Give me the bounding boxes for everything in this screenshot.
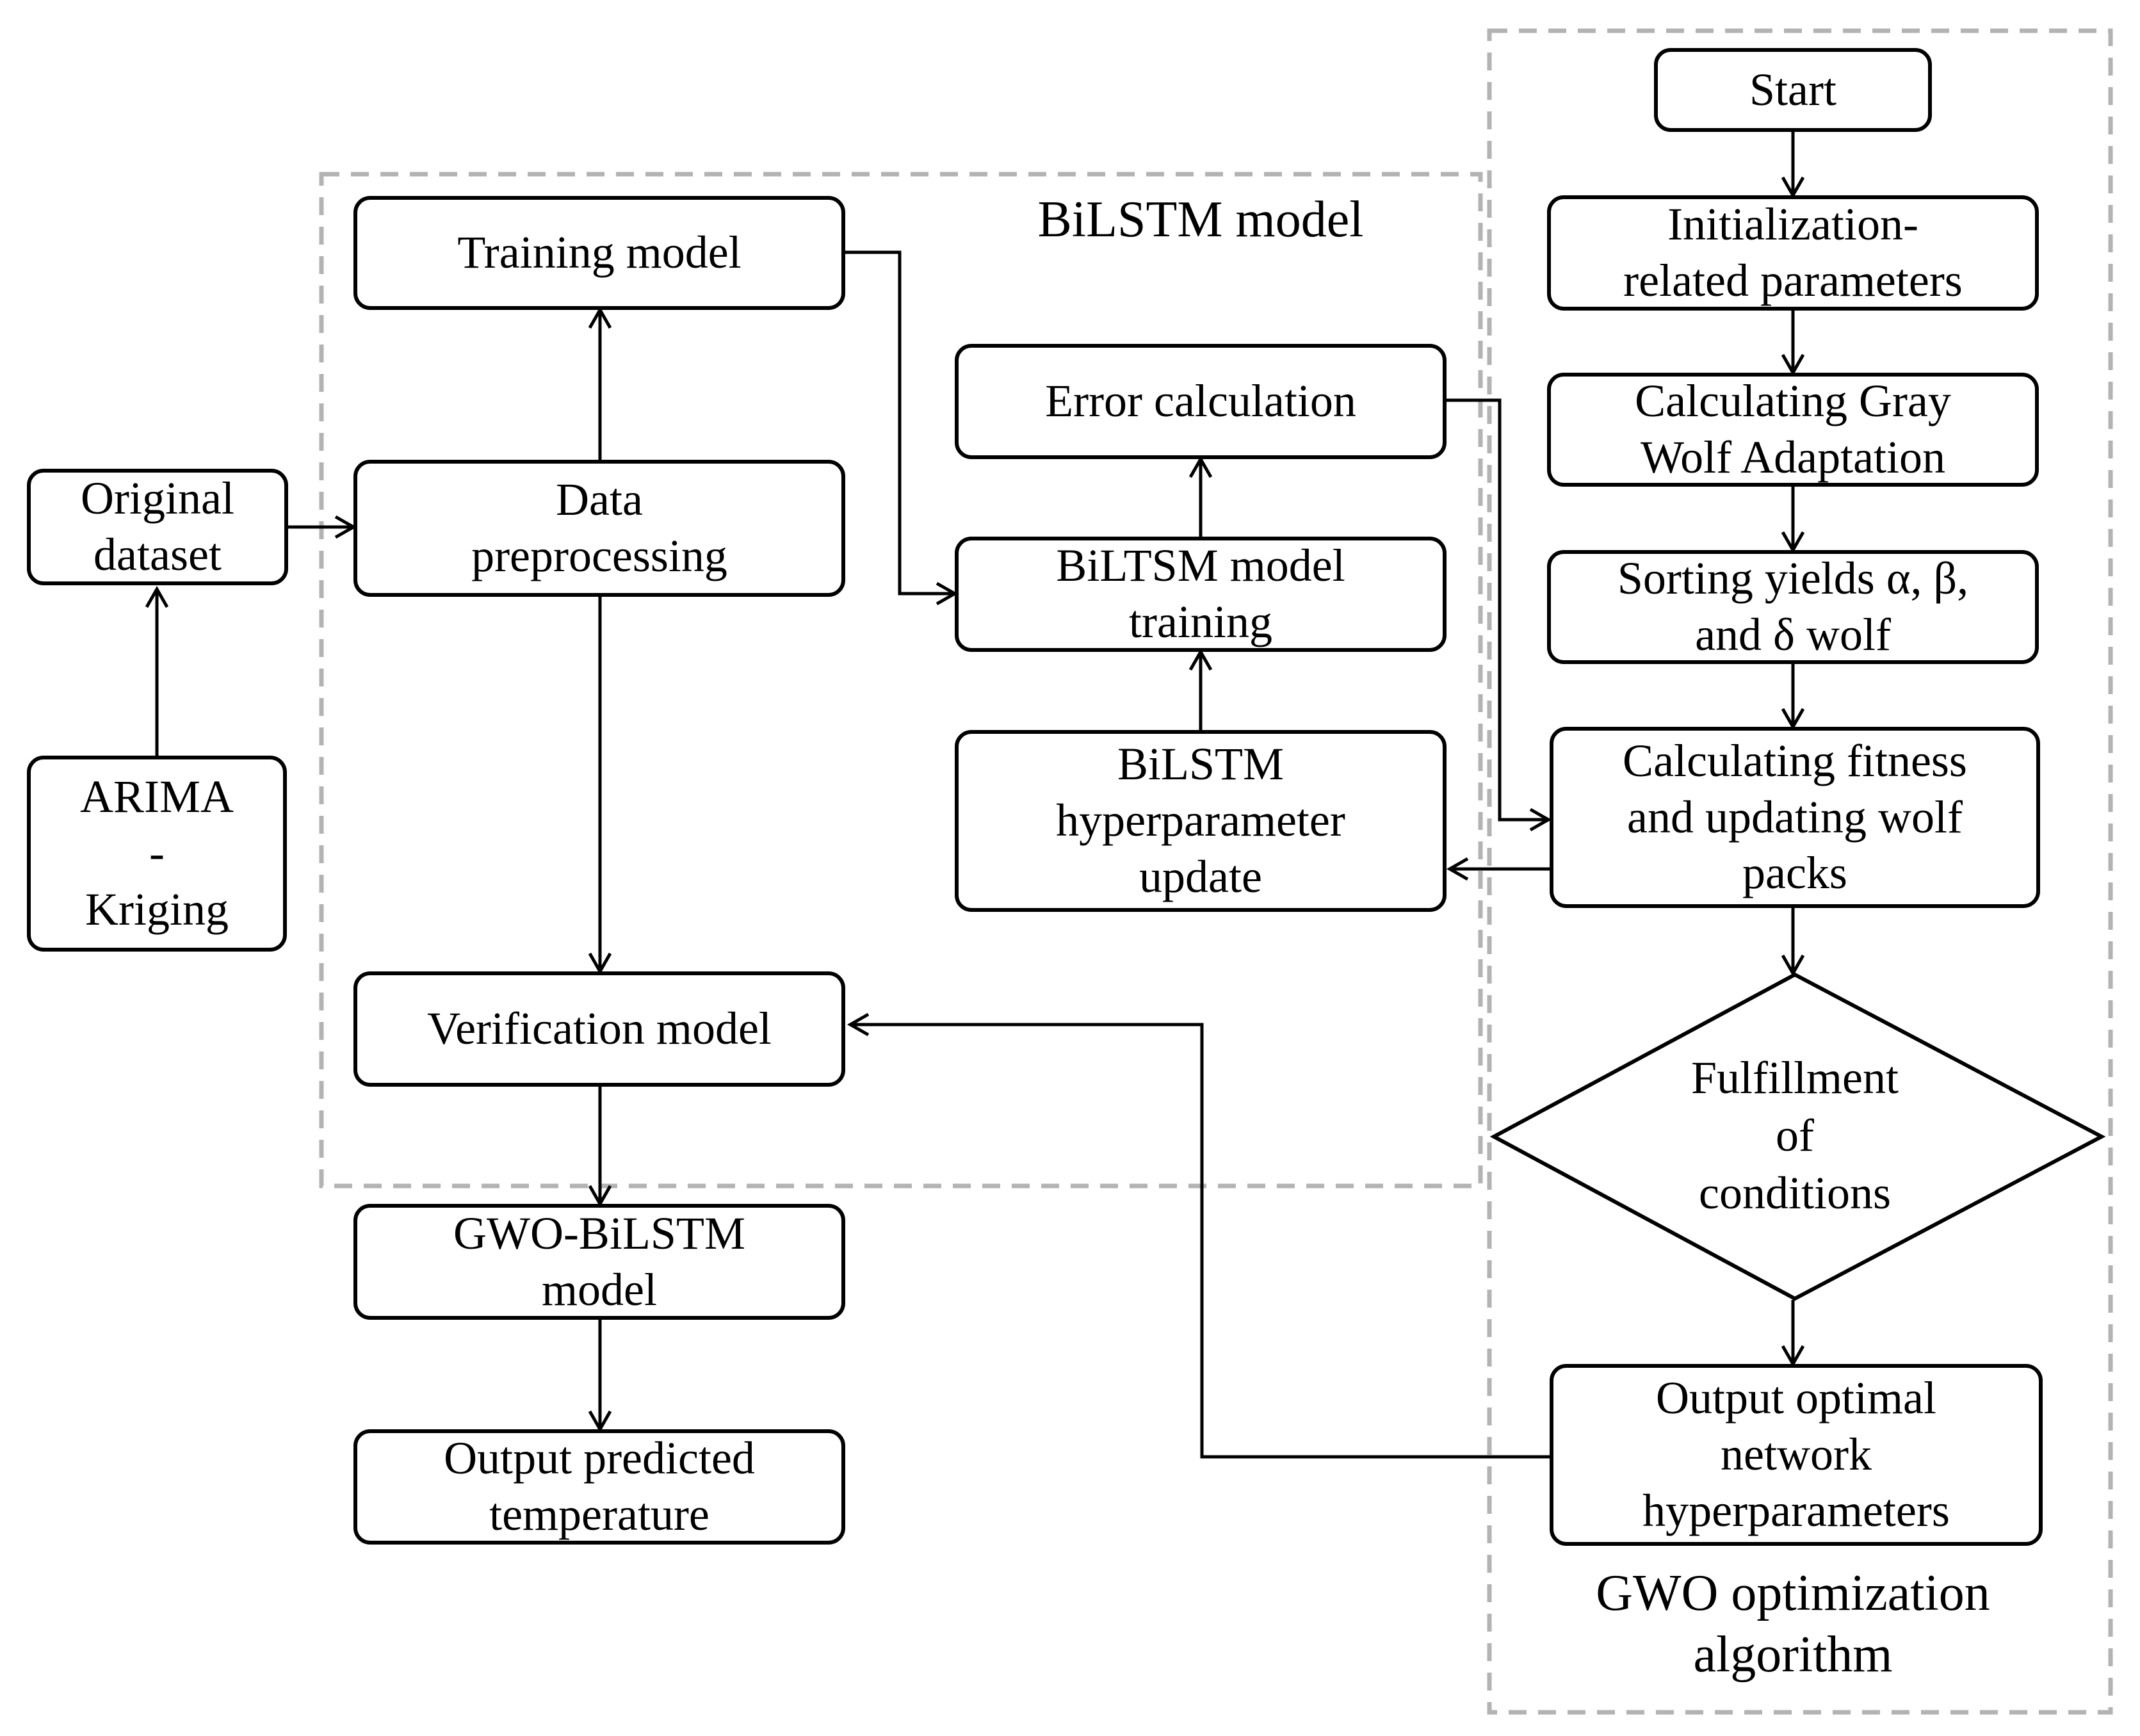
- bilstm-hyperparameter-update-box: BiLSTM hyperparameter update: [955, 730, 1447, 912]
- output-optimal-label: Output optimal network hyperparameters: [1642, 1372, 1950, 1536]
- arrow-optimal-to-verification: [847, 1012, 1550, 1459]
- bilstm-group-label: BiLSTM model: [1037, 191, 1364, 248]
- gwo-bilstm-model-box: GWO-BiLSTM model: [353, 1204, 845, 1320]
- output-predicted-temperature-box: Output predicted temperature: [353, 1429, 845, 1545]
- gwo-group-border: [1487, 28, 2113, 1715]
- data-preprocessing-box: Data preprocessing: [353, 460, 845, 597]
- biltsm-model-training-box: BiLTSM model training: [955, 537, 1447, 652]
- gwo-bilstm-model-label: GWO-BiLSTM model: [453, 1207, 745, 1315]
- original-dataset-box: Original dataset: [27, 469, 288, 585]
- arrow-error-to-fitness: [1447, 398, 1552, 832]
- verification-model-label: Verification model: [427, 1003, 772, 1055]
- start-label: Start: [1749, 63, 1836, 115]
- data-preprocessing-label: Data preprocessing: [471, 474, 727, 581]
- output-predicted-temperature-label: Output predicted temperature: [444, 1432, 755, 1540]
- fulfillment-label: Fulfillment of conditions: [1691, 1052, 1899, 1219]
- calculating-fitness-box: Calculating fitness and updating wolf pa…: [1550, 727, 2040, 908]
- initialization-box: Initialization- related parameters: [1547, 195, 2039, 311]
- training-model-label: Training model: [457, 227, 742, 279]
- bilstm-hyperparameter-update-label: BiLSTM hyperparameter update: [1056, 738, 1345, 902]
- error-calculation-box: Error calculation: [955, 344, 1447, 459]
- sorting-yields-box: Sorting yields α, β, and δ wolf: [1547, 550, 2039, 664]
- verification-model-box: Verification model: [353, 971, 845, 1087]
- arima-kriging-box: ARIMA - Kriging: [27, 756, 287, 952]
- error-calculation-label: Error calculation: [1045, 375, 1356, 427]
- biltsm-model-training-label: BiLTSM model training: [1056, 540, 1345, 647]
- sorting-yields-label: Sorting yields α, β, and δ wolf: [1617, 553, 1969, 660]
- bilstm-group-border: [319, 172, 1483, 1188]
- arrow-training-to-biltsm: [845, 250, 959, 606]
- training-model-box: Training model: [353, 196, 845, 310]
- calculating-adaptation-box: Calculating Gray Wolf Adaptation: [1547, 373, 2039, 487]
- original-dataset-label: Original dataset: [81, 473, 234, 580]
- start-box: Start: [1654, 48, 1932, 132]
- calculating-fitness-label: Calculating fitness and updating wolf pa…: [1623, 734, 1967, 899]
- gwo-group-label: GWO optimization algorithm: [1596, 1565, 1990, 1683]
- fulfillment-diamond-shape: [1489, 972, 2106, 1301]
- calculating-adaptation-label: Calculating Gray Wolf Adaptation: [1635, 375, 1951, 483]
- initialization-label: Initialization- related parameters: [1623, 199, 1963, 306]
- arima-kriging-label: ARIMA - Kriging: [79, 771, 234, 935]
- output-optimal-box: Output optimal network hyperparameters: [1550, 1364, 2043, 1546]
